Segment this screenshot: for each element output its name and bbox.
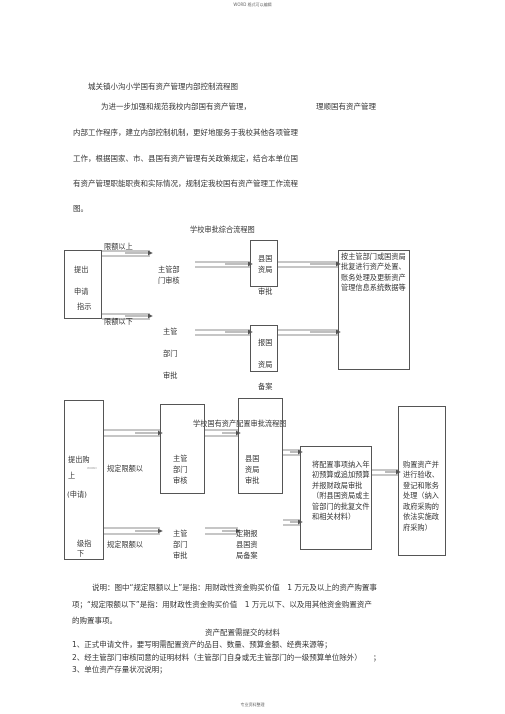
chart2-dept-review-line3: 审核 (173, 476, 188, 485)
para-line-2: 内部工作程序，建立内部控制机制，更好地服务于我校其他各项管理 (73, 128, 298, 137)
chart2-above-limit-label: 规定限额以 (107, 464, 143, 473)
chart1-apply-line1: 提出 (74, 265, 89, 274)
chart2-dept-approve-line1: 主管 (173, 529, 188, 538)
chart2-dept-review-line2: 部门 (173, 465, 188, 474)
chart1-county-record-line3: 备案 (258, 382, 273, 391)
chart2-apply-box (64, 400, 104, 560)
chart2-county-record-line2: 县国资 (236, 540, 258, 549)
para-line-3: 工作，根据国家、市、县国有资产管理有关政策规定，结合本单位国 (73, 154, 298, 163)
chart2-below-limit-label: 规定限额以 (107, 540, 143, 549)
page-footer: 专业资料整理 (240, 702, 265, 707)
materials-item-2: 2、经主管部门审核同意的证明材料（主管部门自身或无主管部门的一级预算单位除外） … (72, 653, 381, 662)
chart2-apply-line3: (申请) (67, 490, 87, 499)
chart1-dept-approve-line3: 审批 (163, 371, 178, 380)
chart2-apply-line4: 级指 (77, 539, 92, 548)
chart2-dept-approve-line2: 部门 (173, 540, 188, 549)
para-line-1b: 理顺国有资产管理 (316, 102, 376, 111)
materials-item-3: 3、单位资产存量状况说明； (72, 665, 167, 674)
chart2-title: 学校国有资产配置审批流程图 (193, 419, 287, 428)
chart1-apply-box (64, 250, 102, 319)
chart2-apply-line2: 上 (68, 471, 76, 480)
chart2-budget-text: 将配置事项纳入年初预算或追加预算并报财政局审批（附县国资局或主管部门的批复文件和… (312, 460, 370, 522)
para-line-4: 有资产管理职能职责和实际情况，规制定我校国有资产管理工作流程 (73, 179, 298, 188)
chart1-county-record-line1: 报国 (258, 338, 273, 347)
para-line-1a: 为进一步加强和规范我校内部国有资产管理， (101, 102, 251, 111)
chart1-county-approve-line1: 县国 (258, 254, 273, 263)
chart1-county-approve-line3: 审批 (258, 287, 273, 296)
chart2-county-approve-box (238, 398, 283, 494)
note-line-1: 说明：图中“规定限额以上”是指：用财政性资金购买价值 1 万元及以上的资产购置事 (92, 583, 377, 592)
chart2-county-record-line3: 局备案 (236, 551, 258, 560)
chart1-apply-line3: 指示 (77, 302, 92, 311)
chart1-title: 学校审批综合流程图 (190, 225, 255, 234)
chart1-county-approve-box (250, 240, 278, 287)
chart1-dept-approve-line2: 部门 (163, 349, 178, 358)
chart2-dept-approve-line3: 审批 (173, 551, 188, 560)
materials-title: 资产配置需提交的材料 (205, 628, 280, 637)
chart2-county-approve-line2: 资局 (245, 465, 260, 474)
note-line-2: 项；“规定限额以下”是指：用财政性资金购买价值 1 万元以下、以及用其他资金购置… (72, 600, 372, 609)
materials-item-1: 1、正式申请文件，要写明需配置资产的品目、数量、预算金额、经费来源等； (72, 640, 332, 649)
chart1-county-record-line2: 资局 (258, 360, 273, 369)
chart1-dept-review-line2: 门审核 (158, 276, 180, 285)
chart1-dept-approve-line1: 主管 (163, 327, 178, 336)
chart2-county-approve-line3: 审批 (245, 476, 260, 485)
chart2-purchase-text: 购置资产并进行验收、登记和账务处理（纳入政府采购的依法实施政府采购） (403, 460, 439, 532)
doc-title: 城关镇小沟小学国有资产管理内部控制流程图 (88, 82, 238, 91)
chart2-apply-small-text: WORD (87, 466, 97, 470)
chart2-dept-review-line1: 主管 (173, 454, 188, 463)
chart1-dept-review-line1: 主管部 (158, 265, 180, 274)
para-line-5: 图。 (73, 204, 88, 213)
chart1-below-limit-label: 限额以下 (104, 317, 133, 326)
chart2-budget-box (300, 446, 372, 550)
chart2-dept-review-box (160, 404, 205, 494)
chart1-above-limit-label: 限额以上 (104, 242, 133, 251)
chart1-disposal-box (338, 250, 410, 370)
chart2-purchase-box (398, 406, 446, 556)
chart2-apply-line5: 下 (77, 549, 85, 558)
chart1-apply-line2: 申请 (74, 287, 89, 296)
chart2-county-record-line1: 定期报 (236, 529, 258, 538)
chart1-county-record-box (250, 325, 278, 372)
chart1-disposal-text: 按主管部门或国资局批复进行资产处置、账务处理及更新资产管理信息系统数据等 (341, 252, 406, 293)
chart2-apply-line1: 提出购 (68, 455, 90, 464)
note-line-3: 的购置事项。 (72, 616, 117, 625)
chart1-county-approve-line2: 资局 (258, 265, 273, 274)
chart2-county-approve-line1: 县国 (245, 454, 260, 463)
page-header: WORD 格式可以编辑 (233, 2, 272, 7)
